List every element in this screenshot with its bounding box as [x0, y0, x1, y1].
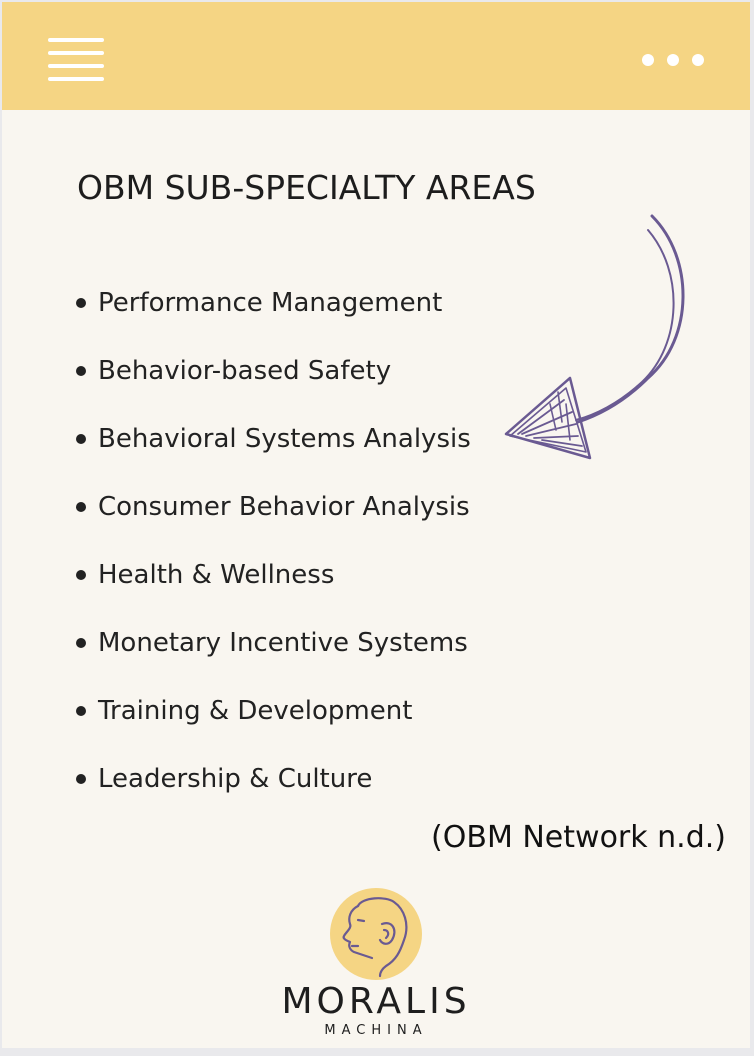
hand-drawn-arrow-icon	[504, 214, 685, 460]
brand-subtitle: MACHINA	[324, 1023, 428, 1038]
list-item-label: Behavioral Systems Analysis	[98, 424, 471, 454]
list-item-label: Performance Management	[98, 288, 443, 318]
more-options-icon[interactable]	[638, 50, 708, 70]
brand-name: MORALIS	[281, 981, 471, 1022]
citation: (OBM Network n.d.)	[431, 820, 726, 855]
list-item: Monetary Incentive Systems	[2, 620, 471, 688]
list-item-label: Consumer Behavior Analysis	[98, 492, 470, 522]
list-item: Training & Development	[2, 688, 471, 756]
list-item: Consumer Behavior Analysis	[2, 484, 471, 552]
bullet	[76, 434, 86, 444]
bullet	[76, 502, 86, 512]
list-item-label: Monetary Incentive Systems	[98, 628, 468, 658]
list-item: Leadership & Culture	[2, 756, 471, 824]
bullet	[76, 706, 86, 716]
list-item-label: Leadership & Culture	[98, 764, 373, 794]
list-item-label: Health & Wellness	[98, 560, 335, 590]
list-item: Behavioral Systems Analysis	[2, 416, 471, 484]
bullet	[76, 570, 86, 580]
list-item: Performance Management	[2, 280, 471, 348]
specialty-list: Performance Management Behavior-based Sa…	[2, 280, 471, 824]
bullet	[76, 774, 86, 784]
page-title: OBM SUB-SPECIALTY AREAS	[77, 168, 536, 207]
list-item-label: Training & Development	[98, 696, 413, 726]
list-item: Behavior-based Safety	[2, 348, 471, 416]
list-item-label: Behavior-based Safety	[98, 356, 392, 386]
list-item: Health & Wellness	[2, 552, 471, 620]
bullet	[76, 298, 86, 308]
bullet	[76, 366, 86, 376]
hamburger-menu-icon[interactable]	[48, 38, 104, 82]
head-profile-logo-icon	[330, 888, 422, 980]
bullet	[76, 638, 86, 648]
top-bar	[2, 2, 750, 110]
